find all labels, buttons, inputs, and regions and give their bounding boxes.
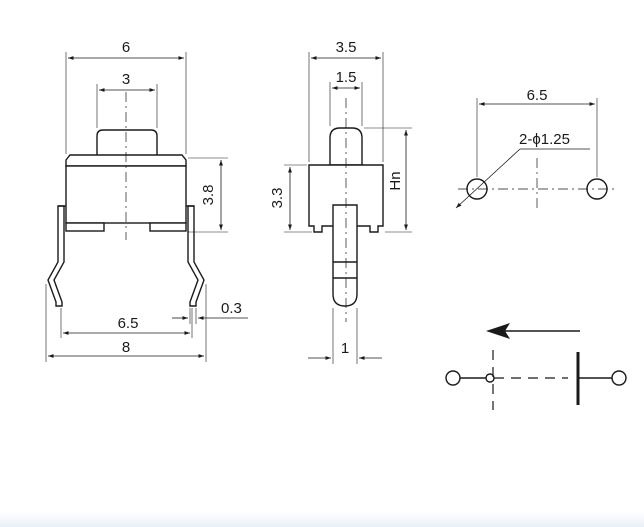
front-foot-right	[149, 222, 187, 232]
terminal-left	[445, 370, 461, 386]
front-foot-left	[65, 222, 105, 232]
arrow-head	[486, 323, 510, 339]
dim-label-height-body: 3.8	[200, 185, 217, 206]
dim-label-width-actuator: 3	[122, 71, 130, 88]
dim-label-hole-spec: 2-ϕ1.25	[519, 131, 570, 148]
side-view: 3.5 1.5 3.3 Hn 1	[269, 39, 412, 364]
terminal-right	[611, 370, 627, 386]
front-pin-right	[187, 205, 205, 307]
direction-arrow-icon	[486, 323, 580, 339]
front-view: 6 3 3.8 6.5 8 0.3	[45, 39, 248, 362]
pcb-layout: 6.5 2-ϕ1.25	[455, 87, 614, 212]
dim-label-pin-width: 1	[341, 340, 349, 357]
dim-label-hole-pitch: 6.5	[527, 87, 548, 104]
dim-label-height-actuator: Hn	[387, 171, 404, 190]
front-pin-left	[47, 205, 65, 307]
dim-label-overall-width: 8	[122, 339, 130, 356]
switch-symbol-icon	[445, 350, 627, 410]
dim-label-pin-pitch: 6.5	[118, 315, 139, 332]
hole-leader	[455, 148, 521, 209]
dim-label-width-total: 6	[122, 39, 130, 56]
dim-label-pin-thickness: 0.3	[221, 300, 242, 317]
dim-label-height-body-side: 3.3	[269, 188, 286, 209]
dim-label-depth-total: 3.5	[336, 39, 357, 56]
dim-label-actuator-depth: 1.5	[336, 69, 357, 86]
side-pin	[332, 204, 358, 307]
